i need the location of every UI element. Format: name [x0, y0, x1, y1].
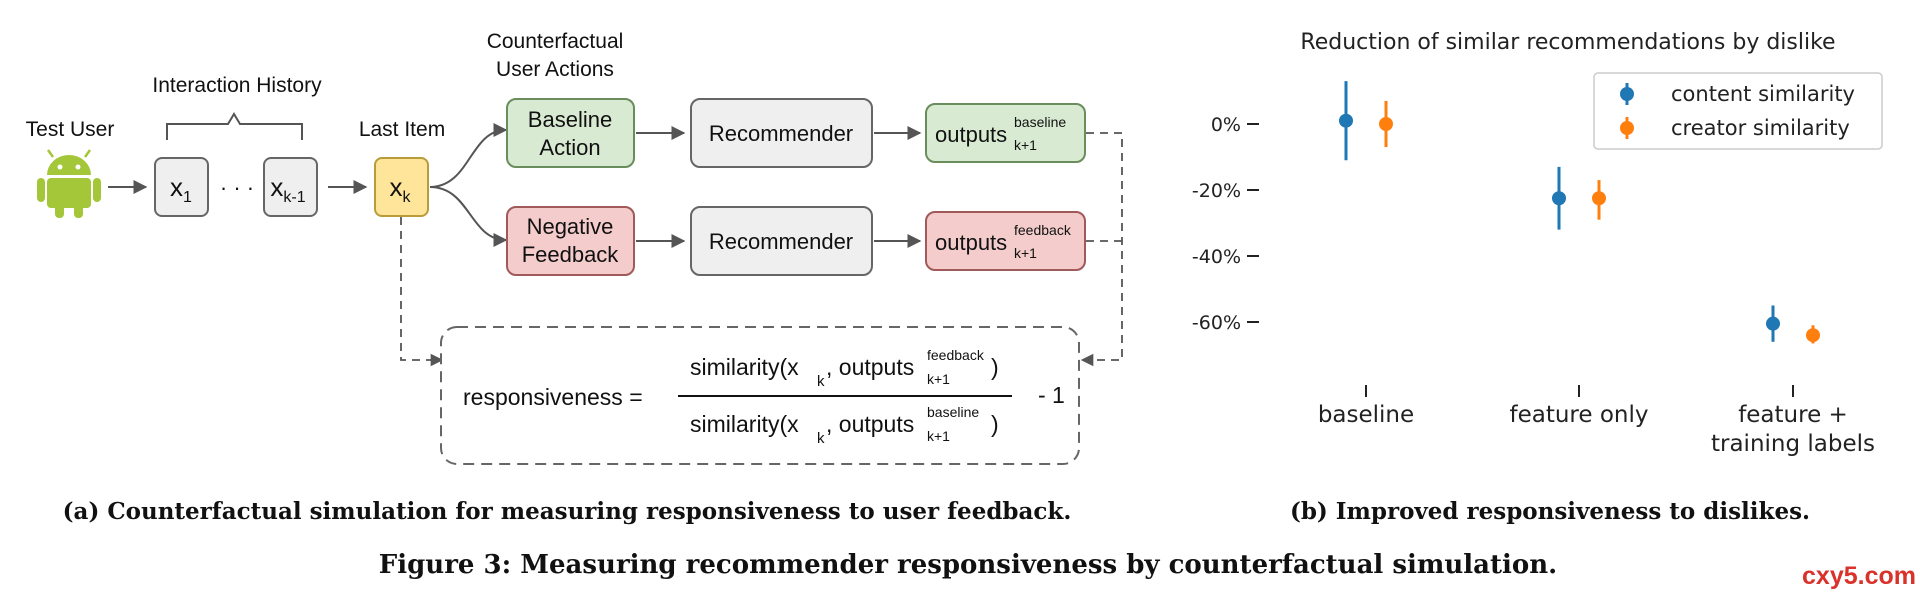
svg-text:feedback: feedback: [1014, 222, 1072, 238]
svg-text:outputs: outputs: [935, 230, 1007, 255]
svg-text:feedback: feedback: [927, 347, 985, 363]
chart-title: Reduction of similar recommendations by …: [1300, 30, 1835, 55]
subcaption-a: (a) Counterfactual simulation for measur…: [63, 498, 1072, 525]
android-icon: [37, 149, 101, 218]
chart-legend: content similarity creator similarity: [1593, 72, 1883, 150]
data-point: [1339, 113, 1353, 128]
history-ellipsis: · · ·: [220, 175, 254, 200]
recommender-box-top: Recommender: [690, 98, 873, 168]
x-tick-label: training labels: [1711, 431, 1875, 457]
svg-text:Feedback: Feedback: [522, 242, 620, 267]
responsiveness-chart: Reduction of similar recommendations by …: [1192, 30, 1883, 457]
svg-text:k+1: k+1: [1014, 137, 1037, 153]
svg-text:, outputs: , outputs: [826, 411, 914, 437]
outputs-baseline-box: outputs baseline k+1: [925, 103, 1086, 163]
counterfactual-label-line2: User Actions: [496, 58, 614, 81]
history-item-xk-1: xk-1: [263, 157, 318, 217]
data-point: [1379, 117, 1393, 131]
watermark-logo: cxy5.com: [1802, 562, 1916, 590]
outputs-feedback-box: outputs feedback k+1: [925, 211, 1086, 271]
svg-text:x1: x1: [170, 172, 192, 206]
svg-text:xk-1: xk-1: [270, 172, 305, 206]
svg-text:baseline: baseline: [927, 404, 979, 420]
recommender-box-bottom: Recommender: [690, 206, 873, 276]
data-point: [1552, 191, 1566, 206]
legend-marker: [1620, 121, 1634, 135]
svg-text:k+1: k+1: [927, 371, 950, 387]
chart-marks: [1339, 81, 1820, 344]
legend-label: creator similarity: [1671, 116, 1850, 140]
svg-text:Negative: Negative: [527, 214, 614, 239]
x-tick-label: feature only: [1510, 402, 1649, 428]
y-tick-label: -20%: [1192, 180, 1241, 202]
responsiveness-formula: responsiveness = similarity(x k , output…: [440, 326, 1080, 465]
formula-lhs: responsiveness =: [463, 384, 643, 410]
x-tick-label: feature +: [1738, 402, 1848, 428]
last-item-xk: xk: [374, 157, 429, 217]
svg-text:, outputs: , outputs: [826, 354, 914, 380]
formula-minus-one: - 1: [1038, 382, 1065, 408]
y-axis: 0% -20% -40% -60%: [1192, 114, 1259, 334]
last-item-label: Last Item: [359, 118, 445, 141]
counterfactual-diagram: Test User Interaction History Last Item …: [26, 30, 1123, 465]
data-point: [1806, 328, 1820, 343]
y-tick-label: -60%: [1192, 312, 1241, 334]
x-axis: baseline feature only feature + training la…: [1318, 385, 1875, 457]
figure-caption: Figure 3: Measuring recommender responsi…: [379, 550, 1557, 580]
legend-marker: [1620, 87, 1634, 101]
negative-feedback-box: Negative Feedback: [506, 206, 635, 276]
y-tick-label: -40%: [1192, 246, 1241, 268]
svg-text:Recommender: Recommender: [709, 121, 853, 146]
interaction-history-label: Interaction History: [152, 74, 322, 97]
svg-text:Recommender: Recommender: [709, 229, 853, 254]
data-point: [1592, 191, 1606, 206]
history-brace: [166, 112, 303, 140]
baseline-action-box: Baseline Action: [506, 98, 635, 168]
formula-numerator-start: similarity(x: [690, 354, 799, 380]
history-item-x1: x1: [154, 157, 209, 217]
svg-text:Action: Action: [539, 135, 600, 160]
svg-text:k: k: [817, 373, 825, 390]
y-tick-label: 0%: [1211, 114, 1241, 136]
svg-text:k: k: [817, 430, 825, 447]
svg-text:xk: xk: [390, 172, 412, 206]
formula-denominator-start: similarity(x: [690, 411, 799, 437]
subcaption-b: (b) Improved responsiveness to dislikes.: [1290, 498, 1810, 525]
svg-text:k+1: k+1: [1014, 245, 1037, 261]
x-tick-label: baseline: [1318, 402, 1414, 428]
svg-text:): ): [991, 354, 999, 380]
svg-text:baseline: baseline: [1014, 114, 1066, 130]
data-point: [1766, 316, 1780, 331]
legend-label: content similarity: [1671, 82, 1855, 106]
test-user-label: Test User: [26, 118, 115, 141]
counterfactual-label-line1: Counterfactual: [487, 30, 624, 53]
svg-text:outputs: outputs: [935, 122, 1007, 147]
svg-text:Baseline: Baseline: [528, 107, 612, 132]
svg-text:): ): [991, 411, 999, 437]
svg-text:k+1: k+1: [927, 428, 950, 444]
